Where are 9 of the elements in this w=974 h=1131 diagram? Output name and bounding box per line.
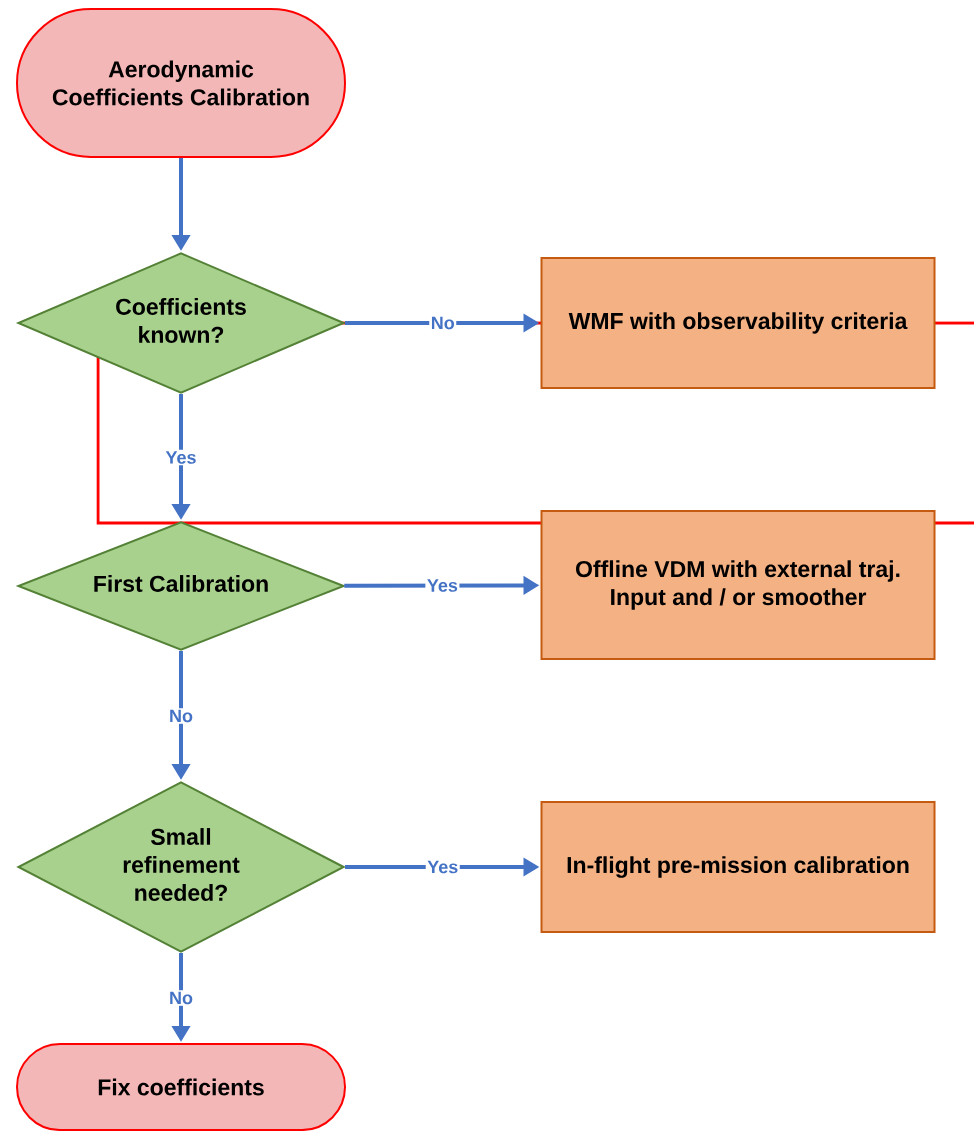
edge-label: No xyxy=(431,316,455,330)
edge-label: Yes xyxy=(165,451,196,464)
edge-label: Yes xyxy=(427,860,458,874)
edge-label: No xyxy=(170,709,193,723)
process-box: In-flight pre-mission calibration xyxy=(540,801,936,933)
process-box: Offline VDM with external traj. Input and / or smoother xyxy=(540,510,936,660)
process-box: WMF with observability criteria xyxy=(540,257,936,389)
edge-label: No xyxy=(170,991,193,1005)
edge-label: Yes xyxy=(427,579,458,592)
